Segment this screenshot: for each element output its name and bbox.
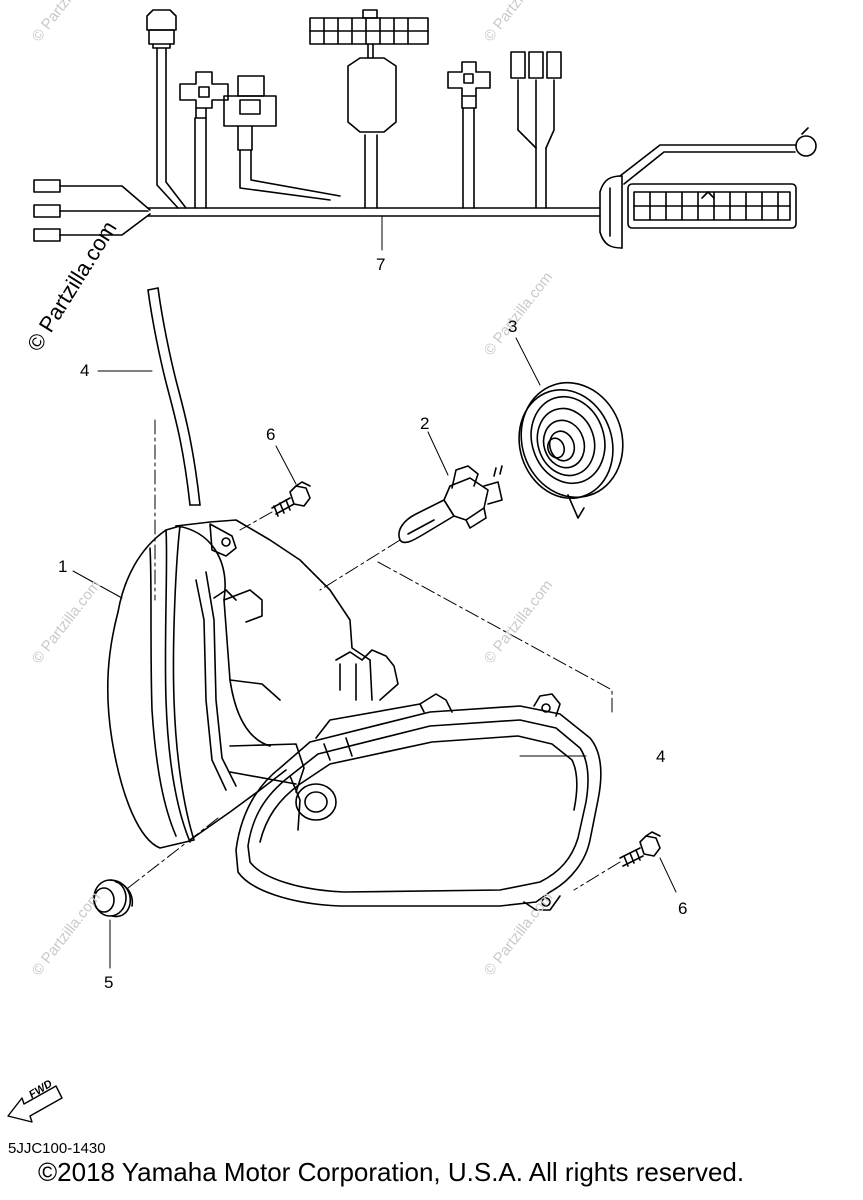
screw-part-6-upper — [239, 445, 311, 531]
callout-3: 3 — [508, 317, 518, 336]
callout-5: 5 — [104, 973, 114, 992]
callout-2: 2 — [420, 414, 430, 433]
callout-7: 7 — [376, 255, 386, 274]
seal-strip-part-4 — [97, 287, 201, 601]
forward-arrow-icon — [7, 1085, 63, 1123]
copyright-notice: ©2018 Yamaha Motor Corporation, U.S.A. A… — [38, 1157, 745, 1187]
callout-1: 1 — [58, 557, 68, 576]
headlight-housing-part-1 — [72, 519, 613, 849]
callout-4: 4 — [656, 747, 666, 766]
socket-cover-part-3 — [515, 337, 624, 519]
bulb-part-2 — [319, 431, 503, 591]
callout-4: 4 — [80, 361, 90, 380]
drawing-code: 5JJC100-1430 — [8, 1140, 106, 1157]
callout-6: 6 — [678, 899, 688, 918]
callout-6: 6 — [266, 425, 276, 444]
headlight-lens-front — [235, 693, 602, 911]
grommet-part-5 — [93, 817, 219, 969]
wire-harness — [33, 9, 817, 251]
screw-part-6-lower — [573, 831, 677, 893]
